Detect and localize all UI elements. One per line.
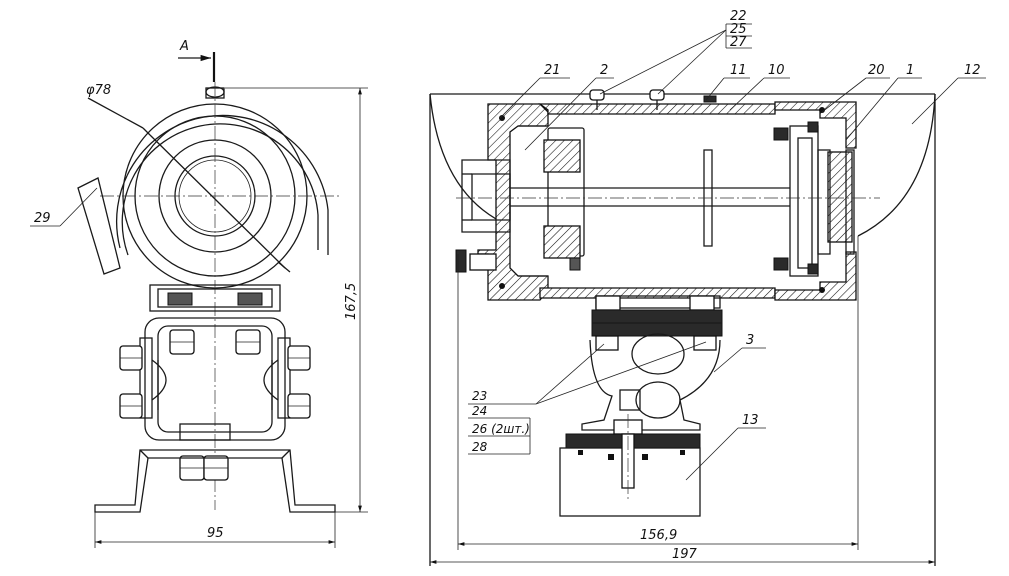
height-dimension: 167,5 — [225, 87, 368, 513]
callout-24-label: 24 — [472, 404, 487, 418]
right-view-section: 21 2 22 25 27 11 10 20 1 12 3 13 23 24 2… — [429, 9, 986, 566]
nut-icon — [119, 329, 311, 481]
mounting-neck — [149, 284, 281, 312]
callout-22-label: 22 — [730, 9, 747, 24]
callout-27-label: 27 — [730, 35, 747, 50]
width-total-label: 197 — [672, 547, 698, 562]
bracket-3 — [581, 295, 723, 431]
callout-28-label: 28 — [472, 440, 488, 454]
callout-3-label: 3 — [746, 333, 754, 348]
callout-labels: 21 2 22 25 27 11 10 20 1 12 3 13 23 24 2… — [472, 9, 981, 454]
callout-10-label: 10 — [768, 63, 785, 78]
sunshade-12 — [429, 93, 936, 566]
callout-12-label: 12 — [964, 63, 981, 78]
width-inner-label: 156,9 — [640, 528, 677, 543]
callout-13-label: 13 — [742, 413, 759, 428]
callout-26-label: 26 (2шт.) — [472, 422, 530, 436]
callout-1-label: 1 — [906, 63, 914, 78]
width-left-label: 95 — [207, 526, 224, 541]
pole-clamp-13 — [559, 414, 701, 517]
callout-11-label: 11 — [730, 63, 747, 78]
base-foot — [94, 449, 336, 513]
callout-2-label: 2 — [600, 63, 608, 78]
height-label: 167,5 — [344, 283, 359, 320]
callout-20-label: 20 — [868, 63, 885, 78]
section-label-a: A — [179, 39, 189, 54]
width-dimension-inner: 156,9 — [457, 236, 859, 550]
diameter-label: φ78 — [86, 83, 111, 98]
callout-leaders — [468, 23, 986, 481]
callout-21-label: 21 — [544, 63, 561, 78]
width-dimension-left: 95 — [94, 512, 336, 548]
callout-29: 29 — [30, 187, 98, 227]
section-marker-a: A — [178, 39, 216, 82]
left-view: A φ78 — [30, 39, 368, 548]
clamp-bracket — [119, 317, 311, 481]
width-dimension-total: 197 — [430, 547, 935, 564]
callout-23-label: 23 — [472, 389, 487, 403]
callout-29-label: 29 — [34, 211, 51, 226]
callout-25-label: 25 — [730, 22, 747, 37]
housing-section — [455, 89, 880, 301]
housing-front-view: φ78 — [77, 82, 340, 510]
